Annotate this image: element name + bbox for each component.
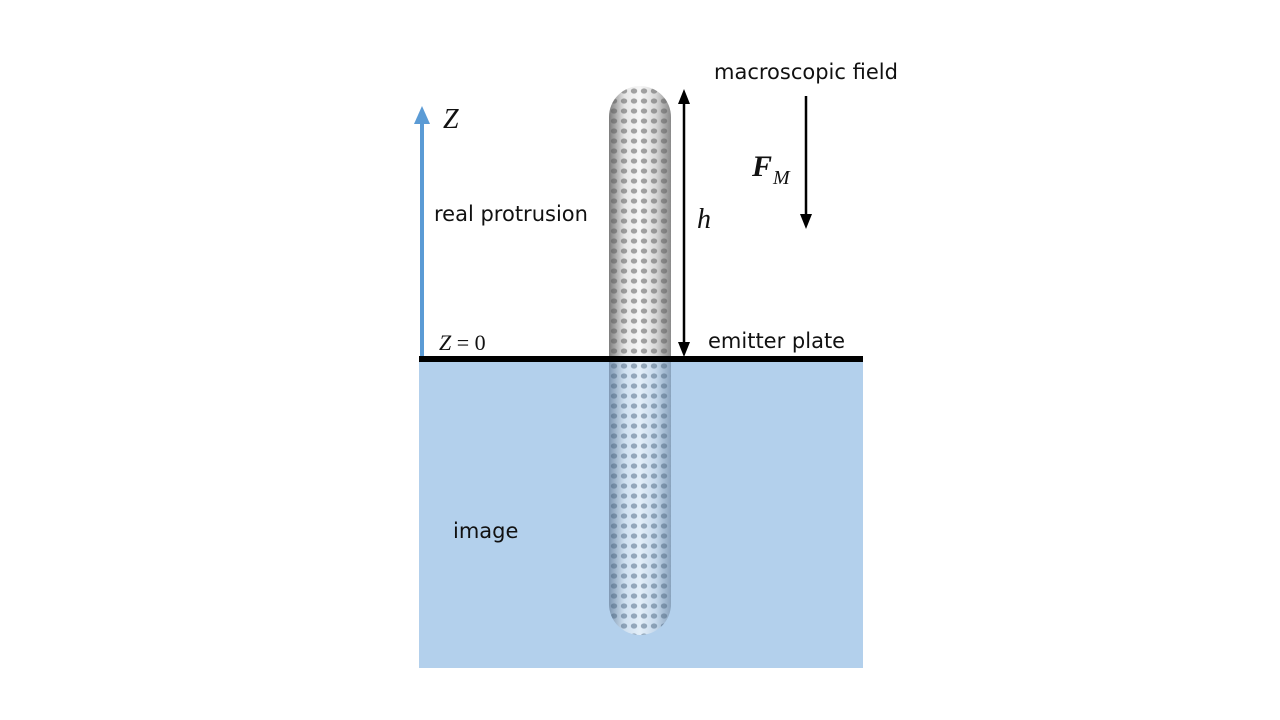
emitter-plate-label: emitter plate xyxy=(708,329,846,353)
z-zero-equation: = 0 xyxy=(456,330,486,355)
field-symbol-subscript: M xyxy=(773,167,790,189)
height-label: h xyxy=(697,204,711,235)
macroscopic-field-label: macroscopic field xyxy=(714,60,898,84)
image-label: image xyxy=(453,519,519,543)
real-protrusion-label: real protrusion xyxy=(434,202,588,226)
field-arrow xyxy=(800,96,812,229)
field-symbol-main: F xyxy=(752,150,773,183)
field-symbol: FM xyxy=(752,150,790,189)
z-zero-variable: Z xyxy=(439,330,452,355)
z-zero-label: Z = 0 xyxy=(439,330,486,356)
z-axis-arrow xyxy=(414,106,430,356)
height-arrow xyxy=(678,89,690,357)
z-axis-label: Z xyxy=(443,104,459,135)
emitter-plate-line xyxy=(419,356,863,362)
image-nanotube xyxy=(609,361,671,635)
real-nanotube xyxy=(609,86,671,358)
